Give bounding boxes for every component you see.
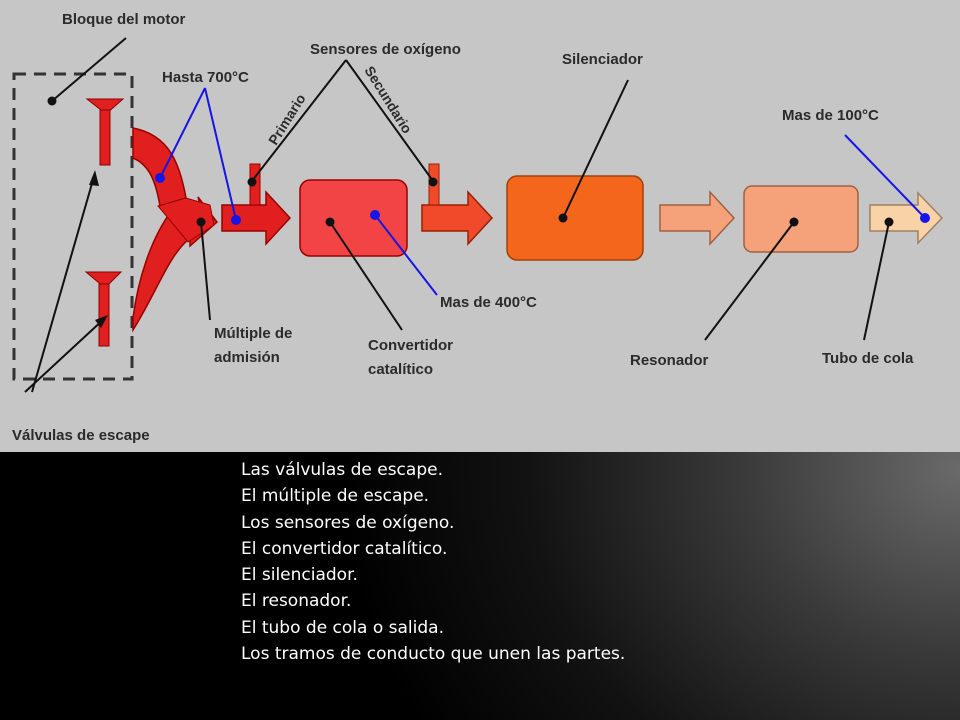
label-resonator: Resonador [630, 352, 709, 369]
label-exhaust-valves: Válvulas de escape [12, 427, 150, 444]
label-temp-manifold: Hasta 700°C [162, 69, 249, 86]
label-converter-line2: catalítico [368, 361, 433, 378]
flow-arrow-1 [221, 190, 292, 246]
label-converter-line1: Convertidor [368, 337, 453, 354]
component-list: Las válvulas de escape. El múltiple de e… [241, 457, 941, 667]
tailpipe [869, 191, 944, 245]
exhaust-system-diagram: Bloque del motor Hasta 700°C Sensores de… [0, 0, 960, 452]
list-item: El tubo de cola o salida. [241, 617, 444, 638]
list-item: Los tramos de conducto que unen las part… [241, 644, 626, 665]
exhaust-valve-lower [84, 271, 123, 347]
engine-block-outline [12, 72, 134, 381]
list-item: El múltiple de escape. [241, 486, 430, 507]
leader-dots [47, 96, 930, 227]
exhaust-manifold [132, 127, 219, 333]
exhaust-valve-upper [85, 98, 125, 166]
label-muffler: Silenciador [562, 51, 643, 68]
label-manifold-line1: Múltiple de [214, 325, 292, 342]
label-temp-converter: Mas de 400°C [440, 294, 537, 311]
label-temp-tailpipe: Mas de 100°C [782, 107, 879, 124]
label-secondary-sensor: Secundario [361, 63, 415, 136]
label-tailpipe: Tubo de cola [822, 350, 914, 367]
leader-lines [24, 37, 890, 393]
muffler [506, 175, 644, 261]
leader-arrowhead [89, 170, 99, 186]
resonator [743, 185, 859, 253]
catalytic-converter [299, 179, 408, 257]
leader-arrowhead [95, 315, 108, 328]
diagram-canvas: Bloque del motor Hasta 700°C Sensores de… [12, 11, 944, 444]
list-item: Las válvulas de escape. [241, 460, 443, 480]
label-primary-sensor: Primario [265, 91, 309, 148]
list-item: El resonador. [241, 591, 352, 612]
list-item: El convertidor catalítico. [241, 538, 448, 559]
temperature-leader-lines [159, 87, 926, 296]
flow-arrow-3 [659, 190, 736, 246]
label-oxygen-sensors: Sensores de oxígeno [310, 41, 461, 58]
label-manifold-line2: admisión [214, 349, 280, 366]
label-engine-block: Bloque del motor [62, 11, 185, 28]
list-item: Los sensores de oxígeno. [241, 512, 455, 533]
list-item: El silenciador. [241, 565, 358, 586]
